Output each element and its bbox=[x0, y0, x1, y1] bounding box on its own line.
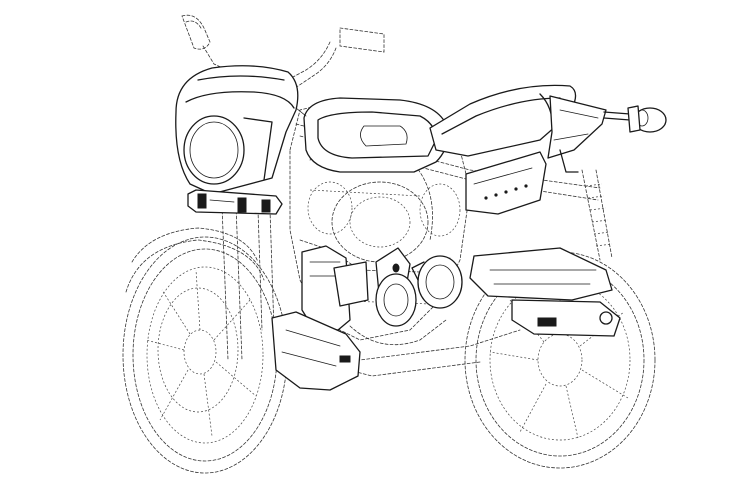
radiator-cover bbox=[301, 245, 369, 331]
vent-dots bbox=[484, 184, 528, 200]
fuel-tank bbox=[295, 97, 449, 173]
rear-frame-detail bbox=[559, 149, 579, 173]
front-fork bbox=[221, 205, 275, 361]
headlight-fairing bbox=[175, 65, 299, 195]
engine-cover-right bbox=[411, 255, 463, 309]
belly-pan bbox=[271, 311, 361, 391]
turn-signal bbox=[603, 105, 667, 133]
side-panel bbox=[465, 151, 547, 215]
swingarm bbox=[469, 247, 621, 337]
engine-cover-left bbox=[375, 247, 417, 327]
fork-clamp bbox=[187, 189, 283, 215]
tail-section bbox=[547, 95, 607, 159]
front-wheel bbox=[122, 227, 288, 474]
